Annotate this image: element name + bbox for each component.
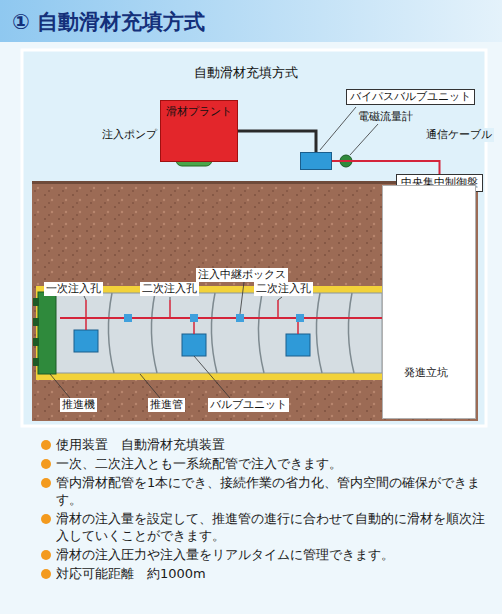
pipe-joints <box>108 293 354 373</box>
node-text: 滑材プラント <box>166 105 232 119</box>
ground <box>32 183 478 421</box>
part-label: 注入中継ボックス <box>196 268 288 282</box>
bullet-text: 一次、二次注入とも一系統配管で注入できます。 <box>56 456 342 471</box>
cutter-teeth <box>33 298 39 366</box>
bullet-item: 管内滑材配管を1本にでき、接続作業の省力化、管内空間の確保ができます。 <box>40 474 486 508</box>
slurry-pipe <box>60 317 400 319</box>
tunnel-band <box>36 286 382 380</box>
bullet-text: 使用装置 自動滑材充填装置 <box>56 437 225 452</box>
jacking-machine <box>38 292 56 374</box>
diagram-heading: 自動滑材充填方式 <box>192 66 300 80</box>
bullet-dot <box>41 459 51 469</box>
part-label: 電磁流量計 <box>356 110 415 124</box>
part-label: 推進機 <box>60 398 97 412</box>
part-label: 二次注入孔 <box>140 282 199 296</box>
node-text: バイパスバルブユニット <box>346 89 475 105</box>
header-band <box>0 0 502 42</box>
bullet-text: 対応可能距離 約1000m <box>56 566 206 581</box>
launch-shaft: 発進立坑 <box>382 185 476 419</box>
bullet-dot <box>41 478 51 488</box>
part-label: 通信ケーブル <box>424 128 494 142</box>
jacking-pipe <box>40 293 382 373</box>
bullet-dot <box>41 440 51 450</box>
communication-cable <box>332 161 440 174</box>
bullet-item: 対応可能距離 約1000m <box>40 565 486 582</box>
bullet-dot <box>41 569 51 579</box>
part-label: 注入ポンプ <box>100 128 159 142</box>
diagram-panel <box>22 50 486 426</box>
bullet-text: 管内滑材配管を1本にでき、接続作業の省力化、管内空間の確保ができます。 <box>56 475 480 507</box>
leader-line <box>320 107 356 150</box>
bypass-valve-unit: バイパスバルブユニット <box>300 152 332 170</box>
relay-boxes <box>124 314 304 322</box>
bullet-text: 滑材の注入圧力や注入量をリアルタイムに管理できます。 <box>56 547 394 562</box>
node-text: 発進立坑 <box>401 366 451 380</box>
bullet-dot <box>41 514 51 524</box>
bullet-dot <box>41 550 51 560</box>
bullet-item: 滑材の注入量を設定して、推進管の進行に合わせて自動的に滑材を順次注入していくこと… <box>40 510 486 544</box>
bullet-item: 使用装置 自動滑材充填装置 <box>40 436 486 453</box>
page-title: ① 自動滑材充填方式 <box>12 8 205 36</box>
leader-lines <box>50 124 378 398</box>
part-label: 推進管 <box>148 398 185 412</box>
plant-box: 滑材プラント <box>160 100 238 162</box>
part-label: バルブユニット <box>208 398 289 412</box>
part-label: 一次注入孔 <box>44 282 103 296</box>
bullet-text: 滑材の注入量を設定して、推進管の進行に合わせて自動的に滑材を順次注入していくこと… <box>56 511 485 543</box>
bullet-list: 使用装置 自動滑材充填装置一次、二次注入とも一系統配管で注入できます。管内滑材配… <box>40 436 486 584</box>
valve-branches <box>86 300 298 334</box>
bullet-item: 滑材の注入圧力や注入量をリアルタイムに管理できます。 <box>40 546 486 563</box>
valve-units <box>74 330 310 356</box>
slurry-supply-pipe <box>238 131 316 152</box>
bullet-item: 一次、二次注入とも一系統配管で注入できます。 <box>40 455 486 472</box>
part-label: 二次注入孔 <box>254 282 313 296</box>
